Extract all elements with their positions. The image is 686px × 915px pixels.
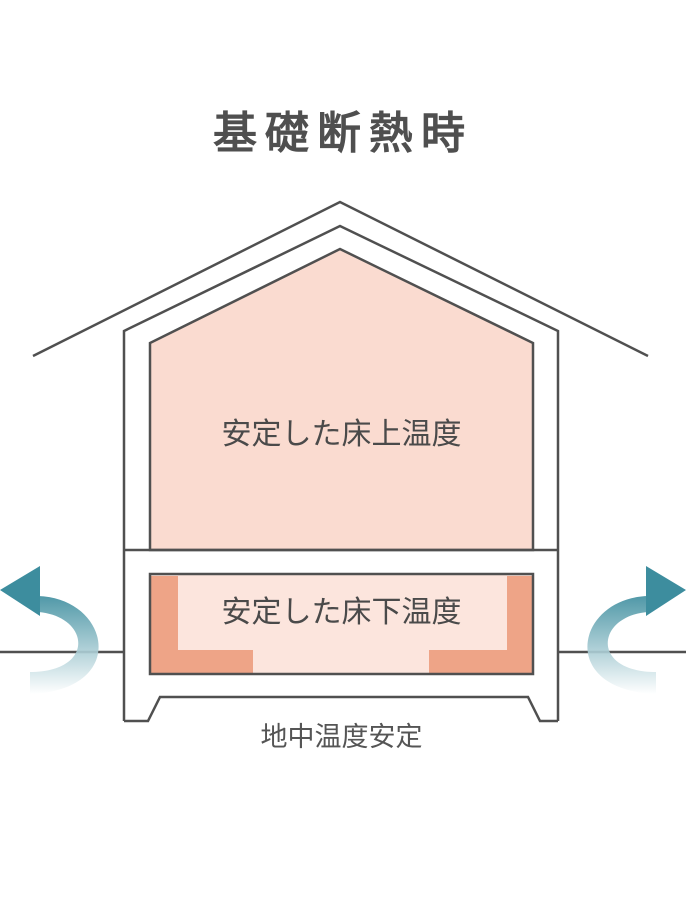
insulation-left [150, 576, 253, 673]
house-outer-wall [122, 224, 560, 721]
curved-arrow-right-icon [587, 566, 686, 694]
under-floor-outline [148, 572, 535, 676]
diagram-title: 基礎断熱時 [213, 108, 473, 159]
upper-floor-label: 安定した床上温度 [221, 417, 462, 452]
insulation-right [429, 576, 533, 673]
roof-line [32, 200, 649, 358]
curved-arrow-left-icon [0, 566, 99, 694]
under-floor-label: 安定した床下温度 [221, 595, 462, 630]
upper-floor-area [150, 249, 533, 550]
ground-label: 地中温度安定 [260, 722, 423, 753]
foundation-left-foot [124, 695, 558, 723]
